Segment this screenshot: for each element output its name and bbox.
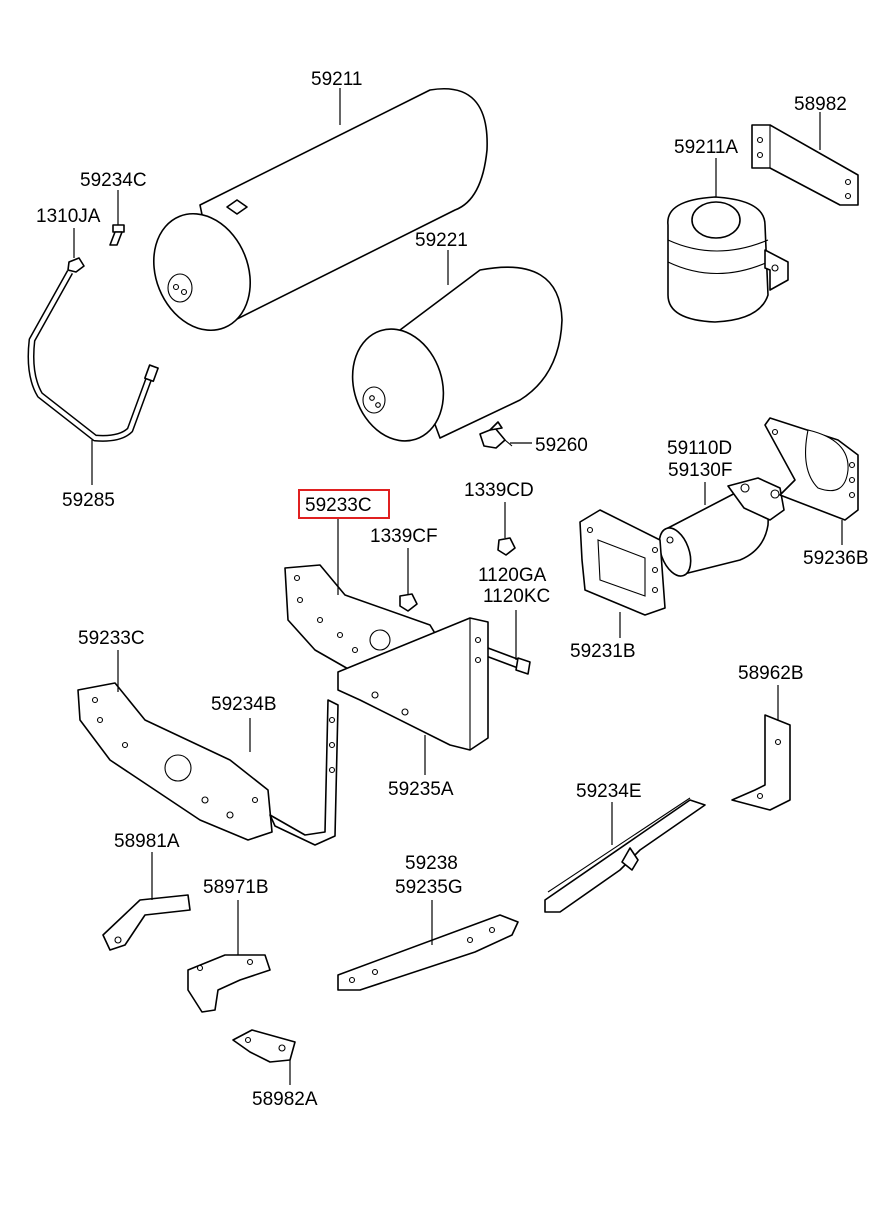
plate-59233C-left[interactable] — [77, 682, 273, 841]
air-tank-large[interactable] — [137, 88, 488, 345]
valve-59260[interactable] — [479, 421, 513, 449]
label-1339CD[interactable]: 1339CD — [464, 480, 534, 501]
bracket-58982[interactable] — [751, 124, 859, 206]
air-tank-small[interactable] — [339, 266, 563, 453]
label-58982[interactable]: 58982 — [794, 94, 847, 115]
bolt-1120GA[interactable] — [485, 647, 531, 675]
label-1120GA[interactable]: 1120GA — [478, 565, 547, 586]
label-59234E[interactable]: 59234E — [576, 781, 642, 802]
label-59238[interactable]: 59238 — [405, 853, 458, 874]
label-59236B[interactable]: 59236B — [803, 548, 869, 569]
bolt-59234C[interactable] — [109, 224, 125, 246]
bracket-58981A[interactable] — [102, 894, 191, 951]
label-59260[interactable]: 59260 — [535, 435, 588, 456]
nut-1310JA[interactable] — [67, 257, 85, 273]
label-59234B[interactable]: 59234B — [211, 694, 277, 715]
bracket-58962B[interactable] — [731, 714, 791, 811]
label-59235G[interactable]: 59235G — [395, 877, 463, 898]
plate-59231B[interactable] — [579, 509, 666, 616]
air-spring[interactable] — [667, 196, 789, 323]
label-59285[interactable]: 59285 — [62, 490, 115, 511]
label-59231B[interactable]: 59231B — [570, 641, 636, 662]
leader-lines — [73, 88, 843, 1085]
part-labels: 59211 58982 59211A 59234C 1310JA 59221 5… — [36, 69, 869, 1110]
bracket-58982A[interactable] — [232, 1029, 296, 1063]
label-1339CF[interactable]: 1339CF — [370, 526, 438, 547]
label-59234C[interactable]: 59234C — [80, 170, 147, 191]
label-58971B[interactable]: 58971B — [203, 877, 269, 898]
highlight-box — [298, 489, 390, 519]
nut-1339CF[interactable] — [399, 593, 418, 612]
label-59233C-highlighted[interactable]: 59233C — [305, 495, 372, 516]
label-1310JA[interactable]: 1310JA — [36, 206, 101, 227]
label-58982A[interactable]: 58982A — [252, 1089, 318, 1110]
bracket-58971B[interactable] — [187, 954, 271, 1013]
bracket-59234B[interactable] — [269, 699, 339, 846]
label-59130F[interactable]: 59130F — [668, 460, 732, 481]
bar-59238[interactable] — [337, 914, 519, 991]
label-59221[interactable]: 59221 — [415, 230, 468, 251]
label-58981A[interactable]: 58981A — [114, 831, 180, 852]
label-59235A[interactable]: 59235A — [388, 779, 454, 800]
bracket-59236B[interactable] — [764, 417, 859, 521]
label-59110D[interactable]: 59110D — [667, 438, 732, 459]
label-59211[interactable]: 59211 — [311, 69, 362, 90]
bracket-59235A[interactable] — [337, 617, 489, 751]
nut-1339CD[interactable] — [497, 537, 516, 556]
channel-59234E[interactable] — [544, 797, 706, 913]
label-59211A[interactable]: 59211A — [674, 137, 738, 158]
air-hose[interactable] — [27, 270, 159, 442]
label-1120KC[interactable]: 1120KC — [483, 586, 550, 607]
air-dryer[interactable] — [653, 477, 785, 580]
label-58962B[interactable]: 58962B — [738, 663, 804, 684]
label-59233C-left[interactable]: 59233C — [78, 628, 145, 649]
